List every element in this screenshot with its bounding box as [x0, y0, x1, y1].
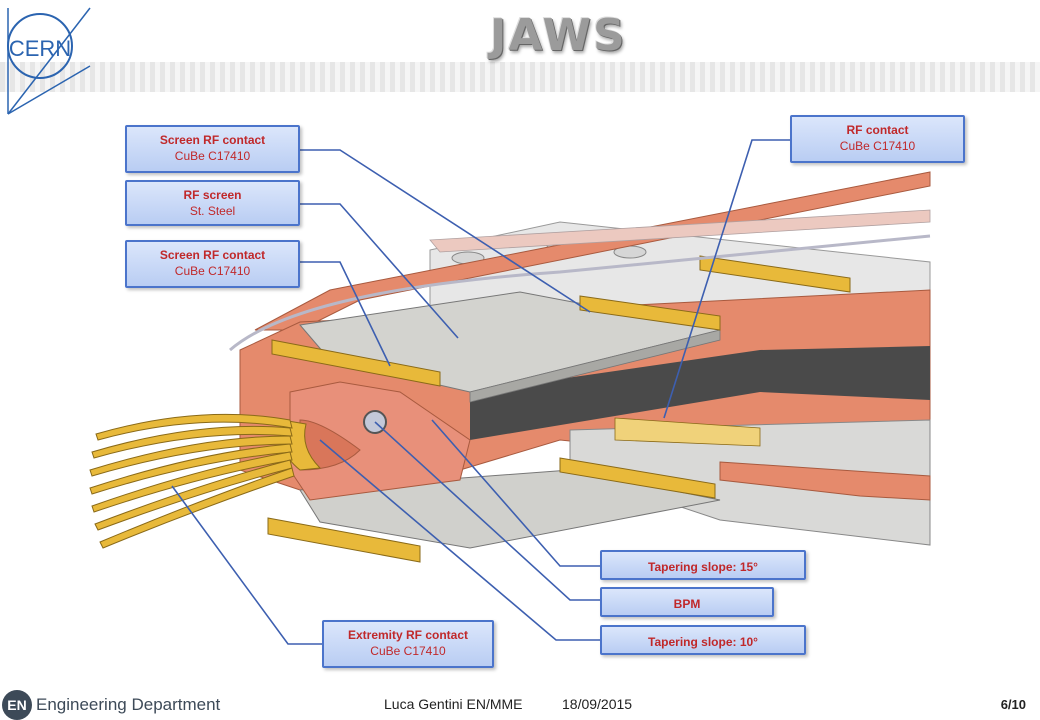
callout-bpm: BPM: [600, 587, 774, 617]
callout-rf-screen: RF screen St. Steel: [125, 180, 300, 226]
callout-title: Extremity RF contact: [347, 628, 469, 642]
callout-title: RF contact: [846, 123, 909, 137]
callout-rf-contact: RF contact CuBe C17410: [790, 115, 965, 163]
callout-tapering-10: Tapering slope: 10°: [600, 625, 806, 655]
callout-title: Screen RF contact: [159, 248, 266, 262]
callout-extremity-rf-contact: Extremity RF contact CuBe C17410: [322, 620, 494, 668]
callout-screen-rf-contact-top: Screen RF contact CuBe C17410: [125, 125, 300, 173]
page-number: 6/10: [1000, 697, 1026, 712]
callout-screen-rf-contact-mid: Screen RF contact CuBe C17410: [125, 240, 300, 288]
callout-title: Screen RF contact: [159, 133, 266, 147]
callout-title: BPM: [673, 597, 701, 611]
slide-title: JAWS: [490, 10, 627, 61]
author: Luca Gentini EN/MME: [384, 696, 523, 712]
callout-title: RF screen: [183, 188, 242, 202]
en-badge: EN: [2, 690, 32, 720]
callout-material: CuBe C17410: [839, 139, 916, 153]
department-label: Engineering Department: [36, 695, 221, 714]
cern-logo: CERN: [7, 7, 91, 115]
date: 18/09/2015: [562, 696, 633, 712]
header-band: [0, 62, 1040, 92]
callout-material: CuBe C17410: [370, 644, 446, 658]
callout-tapering-15: Tapering slope: 15°: [600, 550, 806, 580]
callout-material: CuBe C17410: [174, 149, 251, 163]
callout-title: Tapering slope: 15°: [648, 560, 758, 574]
callout-material: CuBe C17410: [174, 264, 251, 278]
logo-text: CERN: [9, 36, 71, 61]
callout-title: Tapering slope: 10°: [648, 635, 758, 649]
callout-material: St. Steel: [189, 204, 236, 218]
